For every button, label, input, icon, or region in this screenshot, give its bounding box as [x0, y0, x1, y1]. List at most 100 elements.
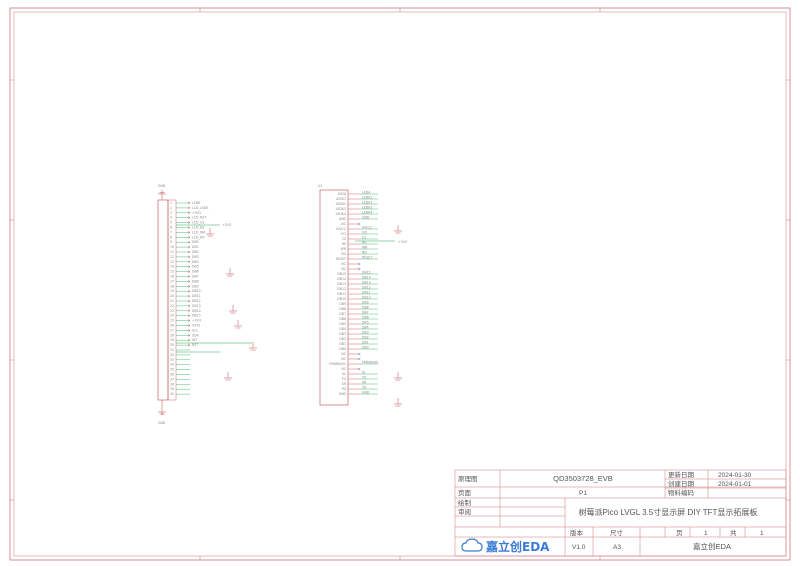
left-net-label: LEDK	[192, 201, 201, 205]
right-pin-name: LEDK3	[336, 207, 346, 211]
right-pin-name: DB0	[339, 347, 346, 351]
right-pin-name: DB14	[337, 277, 346, 281]
left-net-flag	[187, 343, 191, 347]
left-pin-number: 25	[170, 319, 174, 323]
right-pin-name: CS	[342, 237, 346, 241]
right-net-label: FMARK/NC	[362, 360, 380, 364]
left-net-label: LCD_RS	[192, 226, 204, 230]
left-net-flag	[187, 206, 191, 210]
right-net-label: LEDA	[362, 190, 371, 194]
right-net-label: XR	[362, 380, 367, 384]
left-pin-number: 2	[170, 206, 172, 210]
left-net-label: DB0	[192, 240, 199, 244]
left-pin-number: 9	[170, 240, 172, 244]
left-net-flag	[187, 211, 191, 215]
left-net-label: LCD_CS	[192, 221, 204, 225]
tb-modify-date-label: 更新日期	[668, 470, 695, 479]
left-net-flag	[187, 304, 191, 308]
left-gnd-symbols	[206, 228, 257, 381]
right-pin-name: DB2	[339, 337, 346, 341]
right-net-label: CS	[362, 235, 366, 239]
right-pin-name: XL	[342, 372, 346, 376]
right-net-label: VCI	[362, 230, 367, 234]
right-pin-name: FMARK/NC	[329, 362, 347, 366]
left-net-label: LCD_RST	[192, 216, 206, 220]
left-pin-number: 30	[170, 343, 174, 347]
right-pin-name: DB4	[339, 327, 346, 331]
tb-create-date-label: 创建日期	[668, 479, 695, 488]
right-pin-name: NC	[341, 262, 346, 266]
right-net-label: DB12	[362, 285, 371, 289]
left-net-flag	[187, 265, 191, 269]
tb-create-date: 2024-01-01	[718, 481, 752, 488]
left-top-gnd-label: GND	[158, 184, 166, 188]
left-pin-number: 34	[170, 363, 174, 367]
right-pin-name: LEDK1	[336, 197, 346, 201]
left-pin-number: 26	[170, 324, 174, 328]
left-net-flag	[187, 260, 191, 264]
right-pin-name: DB3	[339, 332, 346, 336]
right-pin-name: RD	[341, 252, 346, 256]
left-net-label: DB8	[192, 279, 199, 283]
left-pin-number: 22	[170, 304, 174, 308]
left-connector-body[interactable]	[157, 199, 169, 401]
left-pin-number: 31	[170, 348, 174, 352]
right-pin-name: NC	[341, 222, 346, 226]
right-net-label: DB3	[362, 330, 369, 334]
left-net-flag	[187, 314, 191, 318]
tb-modify-date: 2024-01-30	[718, 472, 752, 479]
right-pin-name: RESET	[336, 257, 346, 261]
tb-company: 嘉立创EDA	[693, 541, 731, 551]
tb-page-label: 页面	[458, 489, 472, 497]
right-net-label: WR	[362, 245, 368, 249]
tb-review-label: 审阅	[458, 507, 471, 516]
tb-part-no-label: 物料编码	[668, 488, 695, 497]
left-net-label: INT	[192, 338, 197, 342]
left-net-flag	[187, 231, 191, 234]
left-net-label: DB2	[192, 250, 199, 254]
left-net-label: DB5	[192, 265, 199, 269]
left-net-label: DB13	[192, 304, 201, 308]
left-net-flag	[187, 226, 191, 229]
left-net-label: VSYS	[192, 324, 200, 328]
left-net-flag	[187, 280, 191, 283]
right-gnd-symbols	[394, 225, 402, 407]
left-pin-number: 1	[170, 201, 172, 205]
left-pin-number: 24	[170, 314, 174, 318]
right-pin-name: NC	[341, 357, 346, 361]
right-net-label: DB7	[362, 310, 369, 314]
left-net-label: SDA	[192, 333, 199, 337]
tb-page-no: 1	[704, 530, 708, 537]
left-pin-number: 40	[170, 392, 174, 396]
left-pin-number: 13	[170, 260, 174, 264]
left-net-label: +3V3	[192, 211, 201, 215]
left-net-label: RST	[192, 343, 198, 347]
left-pin-number: 6	[170, 226, 172, 230]
left-net-flag	[187, 270, 191, 273]
left-pin-number: 18	[170, 284, 174, 288]
right-connector-body[interactable]	[319, 189, 349, 406]
right-pin-name: XR	[342, 382, 347, 386]
right-net-label: DB11	[362, 290, 371, 294]
right-pin-name: WR	[341, 247, 347, 251]
right-pin-name: NC	[341, 267, 346, 271]
right-pin-name: NC	[341, 367, 346, 371]
right-net-label: DB8	[362, 305, 369, 309]
no-connect-icon	[357, 357, 361, 361]
left-net-flag	[187, 255, 191, 259]
right-pin-name: VCI	[341, 232, 346, 236]
right-pin-name: DB7	[339, 312, 346, 316]
left-net-flag	[187, 250, 191, 254]
left-pin-number: 20	[170, 294, 174, 298]
tb-schematic-name: QD3503728_EVB	[553, 474, 613, 483]
left-net-label: SCL	[192, 328, 198, 332]
left-net-flag	[187, 294, 191, 298]
left-net-label: DB12	[192, 299, 201, 303]
right-pin-name: IOVCC	[336, 227, 347, 231]
right-net-label: DB5	[362, 320, 369, 324]
left-pin-number: 38	[170, 382, 174, 386]
left-net-flag	[187, 289, 191, 293]
